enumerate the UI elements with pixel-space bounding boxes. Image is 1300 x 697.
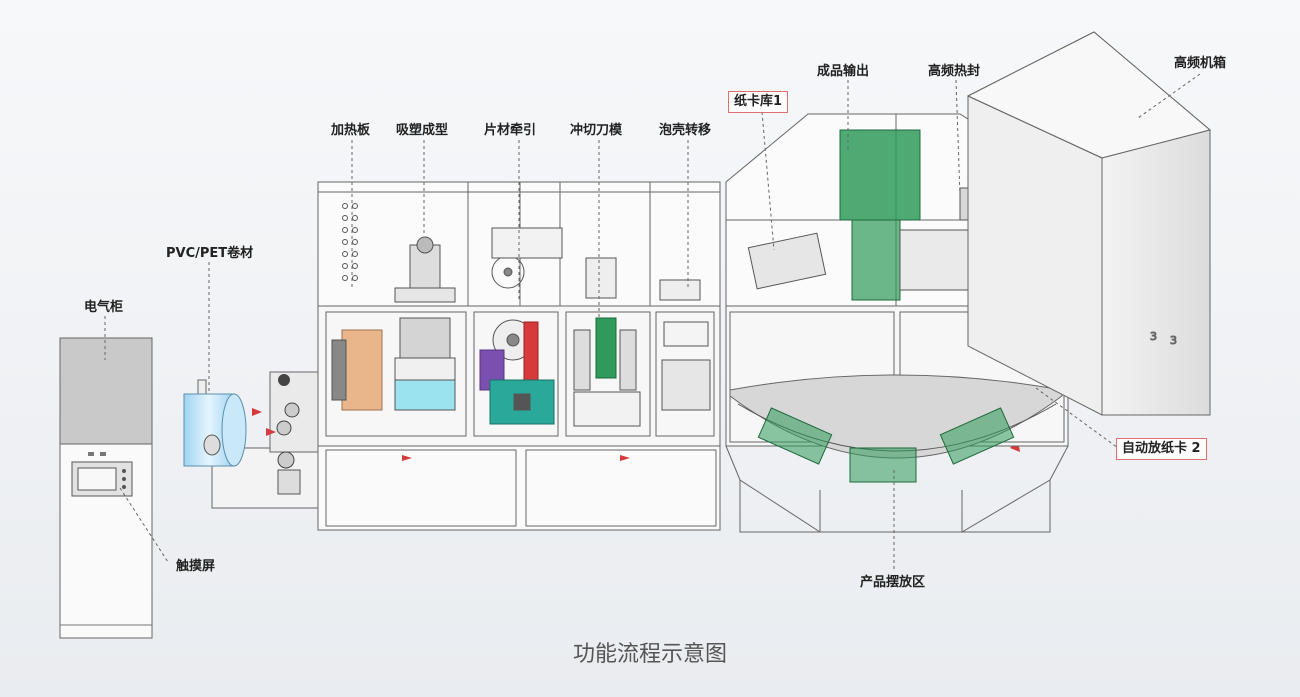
leader-lines: [104, 73, 1201, 570]
label-punch-die: 冲切刀模: [570, 123, 623, 138]
label-hf-cabinet: 高频机箱: [1174, 56, 1227, 71]
svg-text:3: 3: [1170, 334, 1177, 347]
svg-text:3: 3: [1150, 330, 1157, 343]
label-product-output: 成品输出: [817, 64, 870, 79]
label-blister-transfer: 泡壳转移: [659, 123, 712, 138]
label-product-area: 产品摆放区: [860, 575, 926, 590]
label-electrical-cabinet: 电气柜: [84, 300, 124, 315]
label-card-magazine-1: 纸卡库1: [728, 91, 789, 113]
label-hf-sealing: 高频热封: [928, 64, 981, 79]
film-roll-unit: [183, 371, 323, 509]
hf-cabinet: 3 3: [966, 31, 1212, 416]
punch-die-unit: [573, 257, 641, 427]
label-touch-screen: 触摸屏: [176, 559, 216, 574]
blister-transfer-unit: [659, 279, 711, 411]
label-auto-card-2: 自动放纸卡 2: [1116, 438, 1207, 460]
output-conveyor: [839, 129, 921, 301]
label-sheet-traction: 片材牵引: [484, 123, 537, 138]
label-heating-plate: 加热板: [331, 123, 371, 138]
sheet-traction-unit: [479, 227, 563, 425]
label-film-roll: PVC/PET卷材: [166, 246, 254, 261]
diagram-caption: 功能流程示意图: [572, 642, 727, 667]
product-trays: [757, 407, 1015, 483]
blister-forming-press: [331, 236, 456, 411]
heating-plate: [342, 203, 358, 281]
label-blister-forming: 吸塑成型: [396, 123, 449, 138]
touch-screen: [71, 461, 133, 497]
